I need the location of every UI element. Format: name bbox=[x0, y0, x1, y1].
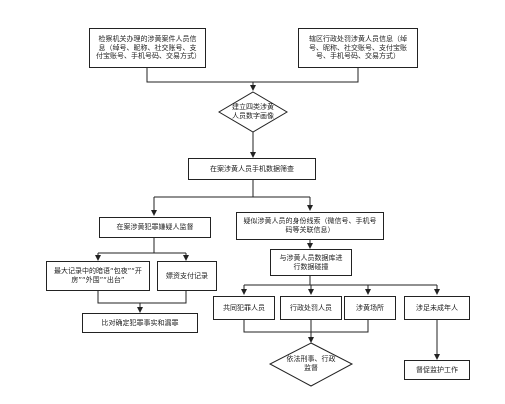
connector-procuratorate-down bbox=[146, 68, 253, 83]
connector-lower-merge-a bbox=[243, 320, 311, 333]
build-portrait-text: 建立四类涉黄人员数字画像 bbox=[232, 103, 274, 120]
compare-charges-box: 比对确定犯罪事实和漏罪 bbox=[82, 313, 198, 333]
accomplice-text: 共同犯罪人员 bbox=[223, 303, 265, 312]
procuratorate-info-box: 检察机关办理的涉黄案件人员信息（绰号、昵称、社交账号、支付宝账号、手机号码、交易… bbox=[89, 28, 206, 68]
minors-box: 涉足未成年人 bbox=[404, 296, 470, 320]
venue-text: 涉黄场所 bbox=[356, 303, 384, 312]
max-record-text: 最大记录中的暗语“包夜”“开房”“外围”“出台” bbox=[54, 267, 142, 284]
suspect-monitoring-box: 在案涉黄犯罪嫌疑人监督 bbox=[99, 217, 211, 238]
compare-charges-text: 比对确定犯罪事实和漏罪 bbox=[101, 318, 179, 327]
accomplice-box: 共同犯罪人员 bbox=[213, 296, 275, 320]
build-portrait-label: 建立四类涉黄人员数字画像 bbox=[229, 101, 277, 123]
db-collision-text: 与涉黄人员数据库进行数据碰撞 bbox=[279, 253, 343, 271]
payment-record-box: 嫖资支付记录 bbox=[157, 261, 217, 291]
supervision-diamond-shape bbox=[268, 342, 354, 387]
max-record-box: 最大记录中的暗语“包夜”“开房”“外围”“出台” bbox=[46, 261, 150, 291]
connector-collision-split bbox=[244, 276, 311, 286]
suspect-monitoring-text: 在案涉黄犯罪嫌疑人监督 bbox=[116, 223, 194, 232]
minors-text: 涉足未成年人 bbox=[416, 303, 458, 312]
connector-lower-merge-b bbox=[311, 320, 369, 333]
phone-screening-text: 在案涉黄人员手机数据筛查 bbox=[210, 164, 294, 173]
connector-left-merge-a bbox=[97, 291, 140, 304]
urge-protection-text: 督促监护工作 bbox=[416, 365, 458, 374]
phone-screening-box: 在案涉黄人员手机数据筛查 bbox=[188, 158, 316, 180]
district-admin-info-text: 辖区行政处罚涉黄人员信息（绰号、昵称、社交账号、支付宝账号、手机号码、交易方式） bbox=[309, 34, 407, 61]
procuratorate-info-text: 检察机关办理的涉黄案件人员信息（绰号、昵称、社交账号、支付宝账号、手机号码、交易… bbox=[96, 34, 201, 61]
urge-protection-box: 督促监护工作 bbox=[404, 360, 470, 380]
db-collision-box: 与涉黄人员数据库进行数据碰撞 bbox=[270, 249, 352, 276]
admin-punished-box: 行政处罚人员 bbox=[280, 296, 342, 320]
admin-punished-text: 行政处罚人员 bbox=[290, 303, 332, 312]
legal-supervision-label: 依法刑事、行政监督 bbox=[284, 352, 338, 376]
connector-left-merge-b bbox=[140, 291, 187, 304]
suspect-leads-box: 疑似涉黄人员的身份线索（微信号、手机号码等关联信息） bbox=[236, 212, 384, 240]
connector-admin-down bbox=[253, 68, 359, 83]
payment-record-text: 嫖资支付记录 bbox=[166, 271, 208, 280]
venue-box: 涉黄场所 bbox=[344, 296, 396, 320]
legal-supervision-text: 依法刑事、行政监督 bbox=[286, 355, 336, 372]
connector-screening-split bbox=[154, 180, 254, 198]
district-admin-info-box: 辖区行政处罚涉黄人员信息（绰号、昵称、社交账号、支付宝账号、手机号码、交易方式） bbox=[298, 28, 418, 68]
connector-monitoring-split bbox=[98, 238, 155, 254]
suspect-leads-text: 疑似涉黄人员的身份线索（微信号、手机号码等关联信息） bbox=[243, 217, 377, 234]
portrait-diamond-shape bbox=[218, 91, 288, 133]
